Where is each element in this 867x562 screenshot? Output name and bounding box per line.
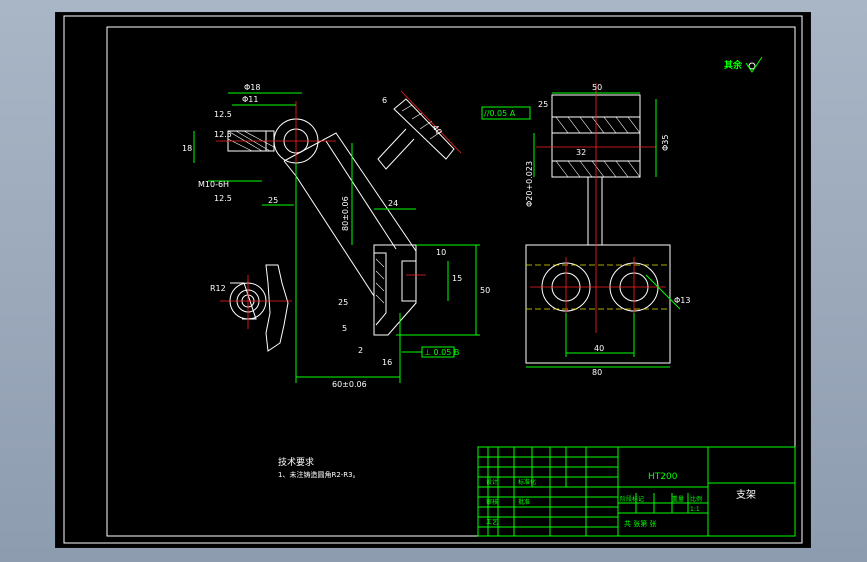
notes-line1: 1、未注铸造圆角R2-R3。 <box>278 470 360 479</box>
engineering-drawing: 其余 Φ18 Φ11 12.5 <box>63 15 803 544</box>
dim-6: 6 <box>382 96 387 105</box>
dim-16: 16 <box>382 358 392 367</box>
dim-d18: Φ18 <box>244 83 260 92</box>
dim-d20: Φ20+0.023 <box>525 161 534 207</box>
drawing-sheet: 其余 Φ18 Φ11 12.5 <box>55 12 811 548</box>
dim-ra-c: 12.5 <box>214 194 232 203</box>
dim-60: 60±0.06 <box>332 380 367 389</box>
dim-40: 40 <box>594 344 604 353</box>
dim-80: 80±0.06 <box>341 196 350 231</box>
roughness-symbol-icon <box>745 56 763 73</box>
dim-d35: Φ35 <box>661 135 670 151</box>
dim-thread: M10-6H <box>198 180 229 189</box>
dim-15: 15 <box>452 274 462 283</box>
dim-d11: Φ11 <box>242 95 258 104</box>
dim-80: 80 <box>592 368 602 377</box>
tol-perp-text: ⊥ 0.05 B <box>424 348 459 357</box>
dim-r25a: 25 <box>338 298 348 307</box>
tb-design: 设计 <box>486 478 498 486</box>
dim-ra-a: 12.5 <box>214 110 232 119</box>
roughness-label: 其余 <box>724 59 743 71</box>
notes-title: 技术要求 <box>278 456 314 468</box>
tb-hdr-stage: 阶段标记 <box>620 495 644 503</box>
front-view-dimensions: Φ18 Φ11 12.5 12.5 18 M10-6H 12.5 25 80±0… <box>182 83 490 389</box>
dim-32: 32 <box>576 148 586 157</box>
dim-d13: Φ13 <box>674 296 690 305</box>
tol-par-text: //0.05 A <box>484 109 516 118</box>
tb-hdr-weight: 重量 <box>672 495 684 503</box>
tb-material: HT200 <box>648 472 678 482</box>
base-block <box>525 244 671 364</box>
tb-std: 标准化 <box>518 478 536 486</box>
tb-approve: 批准 <box>518 498 530 506</box>
dim-ra-b: 12.5 <box>214 130 232 139</box>
dim-d18v: 18 <box>182 144 192 153</box>
perpendicularity-frame: ⊥ 0.05 B <box>402 346 459 358</box>
side-view <box>525 83 671 364</box>
inner-border <box>106 26 796 537</box>
dim-top50: 50 <box>592 83 602 92</box>
tb-check: 审核 <box>486 498 498 506</box>
side-view-dimensions: 50 Φ35 32 Φ20+0.023 25 //0.05 A 40 80 Φ1… <box>481 83 690 377</box>
dim-10: 10 <box>436 248 446 257</box>
outer-border <box>63 15 803 544</box>
dim-2: 2 <box>358 346 363 355</box>
detail-view: R12 <box>210 264 292 352</box>
parallelism-frame: //0.05 A <box>481 106 531 120</box>
dim-24: 24 <box>388 199 398 208</box>
dim-50: 50 <box>480 286 490 295</box>
dim-5: 5 <box>342 324 347 333</box>
dim-r25b: 25 <box>538 100 548 109</box>
dim-25: 25 <box>268 196 278 205</box>
dim-40: 40 <box>430 123 443 137</box>
title-block: 设计 审核 工艺 标准化 批准 HT200 阶段标记 重量 比例 1:1 共 张… <box>477 446 796 537</box>
tb-process: 工艺 <box>486 518 498 526</box>
dim-r12-detail: R12 <box>210 284 226 293</box>
tb-hdr-scale: 比例 <box>690 495 702 503</box>
tb-part-name: 支架 <box>736 489 756 501</box>
tb-scale: 1:1 <box>690 506 700 513</box>
front-view <box>216 90 462 336</box>
tb-sheets: 共 张第 张 <box>624 519 656 528</box>
